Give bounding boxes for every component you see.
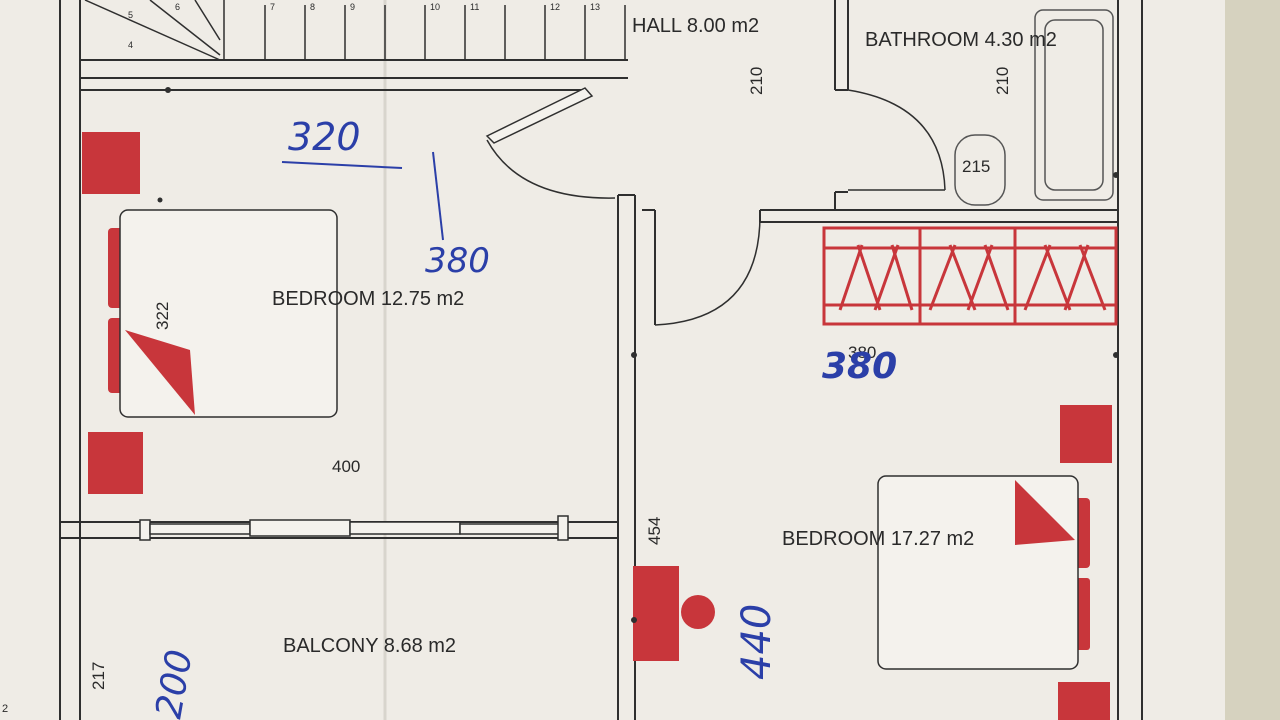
chair (681, 595, 715, 629)
nightstand (88, 432, 143, 494)
handwritten-bed1-length: 380 (425, 241, 490, 281)
sliding-door (139, 515, 569, 541)
bathroom-fixtures (954, 9, 1114, 206)
toilet (954, 134, 1006, 206)
room-label-hall: HALL 8.00 m2 (632, 15, 759, 37)
walls (59, 0, 1143, 720)
desk-and-chair (633, 566, 715, 661)
room-label-bedroom-2: BEDROOM 17.27 m2 (782, 528, 974, 550)
stair-step-number: 13 (590, 2, 600, 12)
desk (633, 566, 679, 661)
stair-step-number: 5 (128, 10, 133, 20)
bed-2 (877, 475, 1090, 670)
stair-step-numbers: 4 5 6 7 8 9 10 11 12 13 (128, 2, 600, 50)
nightstand (1058, 682, 1110, 720)
handwritten-underline (281, 161, 403, 169)
nightstands (82, 132, 1112, 720)
room-label-bathroom: BATHROOM 4.30 m2 (865, 29, 1057, 51)
dimension-hall-height: 210 (747, 67, 766, 95)
dimension-bath-height: 210 (993, 67, 1012, 95)
handwritten-wardrobe: 380 (822, 346, 897, 387)
nightstand (82, 132, 140, 194)
room-label-balcony: BALCONY 8.68 m2 (283, 635, 456, 657)
staircase (84, 0, 626, 61)
dimension-dots (157, 87, 1119, 623)
doors (485, 87, 946, 326)
background-strip (1215, 0, 1280, 720)
handwritten-bed1-width: 320 (288, 115, 361, 159)
stair-step-number: 4 (128, 40, 133, 50)
stair-step-number: 8 (310, 2, 315, 12)
stair-step-number: 7 (270, 2, 275, 12)
dimension-bed1-width: 400 (332, 457, 360, 476)
bathtub (1034, 9, 1114, 201)
wardrobe (822, 226, 1118, 326)
handwritten-bed2-length: 440 (734, 604, 780, 680)
room-label-bedroom-1: BEDROOM 12.75 m2 (272, 288, 464, 310)
bed-1 (108, 209, 338, 418)
stair-step-number: 6 (175, 2, 180, 12)
dimension-wardrobe-printed: 380 (848, 343, 876, 362)
dimension-bed1-bed: 322 (153, 302, 172, 330)
stair-step-number: 9 (350, 2, 355, 12)
dimension-corridor: 454 (645, 517, 664, 545)
stair-step-number: 12 (550, 2, 560, 12)
nightstand (1060, 405, 1112, 463)
handwritten-notes: 320 380 380 440 200 (148, 115, 897, 720)
stair-step-number: 11 (470, 2, 479, 12)
page-number: 2 (2, 703, 8, 715)
handwritten-stroke (432, 151, 444, 241)
dimension-balcony-depth: 217 (89, 662, 108, 690)
dimension-wc: 215 (962, 157, 990, 176)
stair-step-number: 10 (430, 2, 440, 12)
